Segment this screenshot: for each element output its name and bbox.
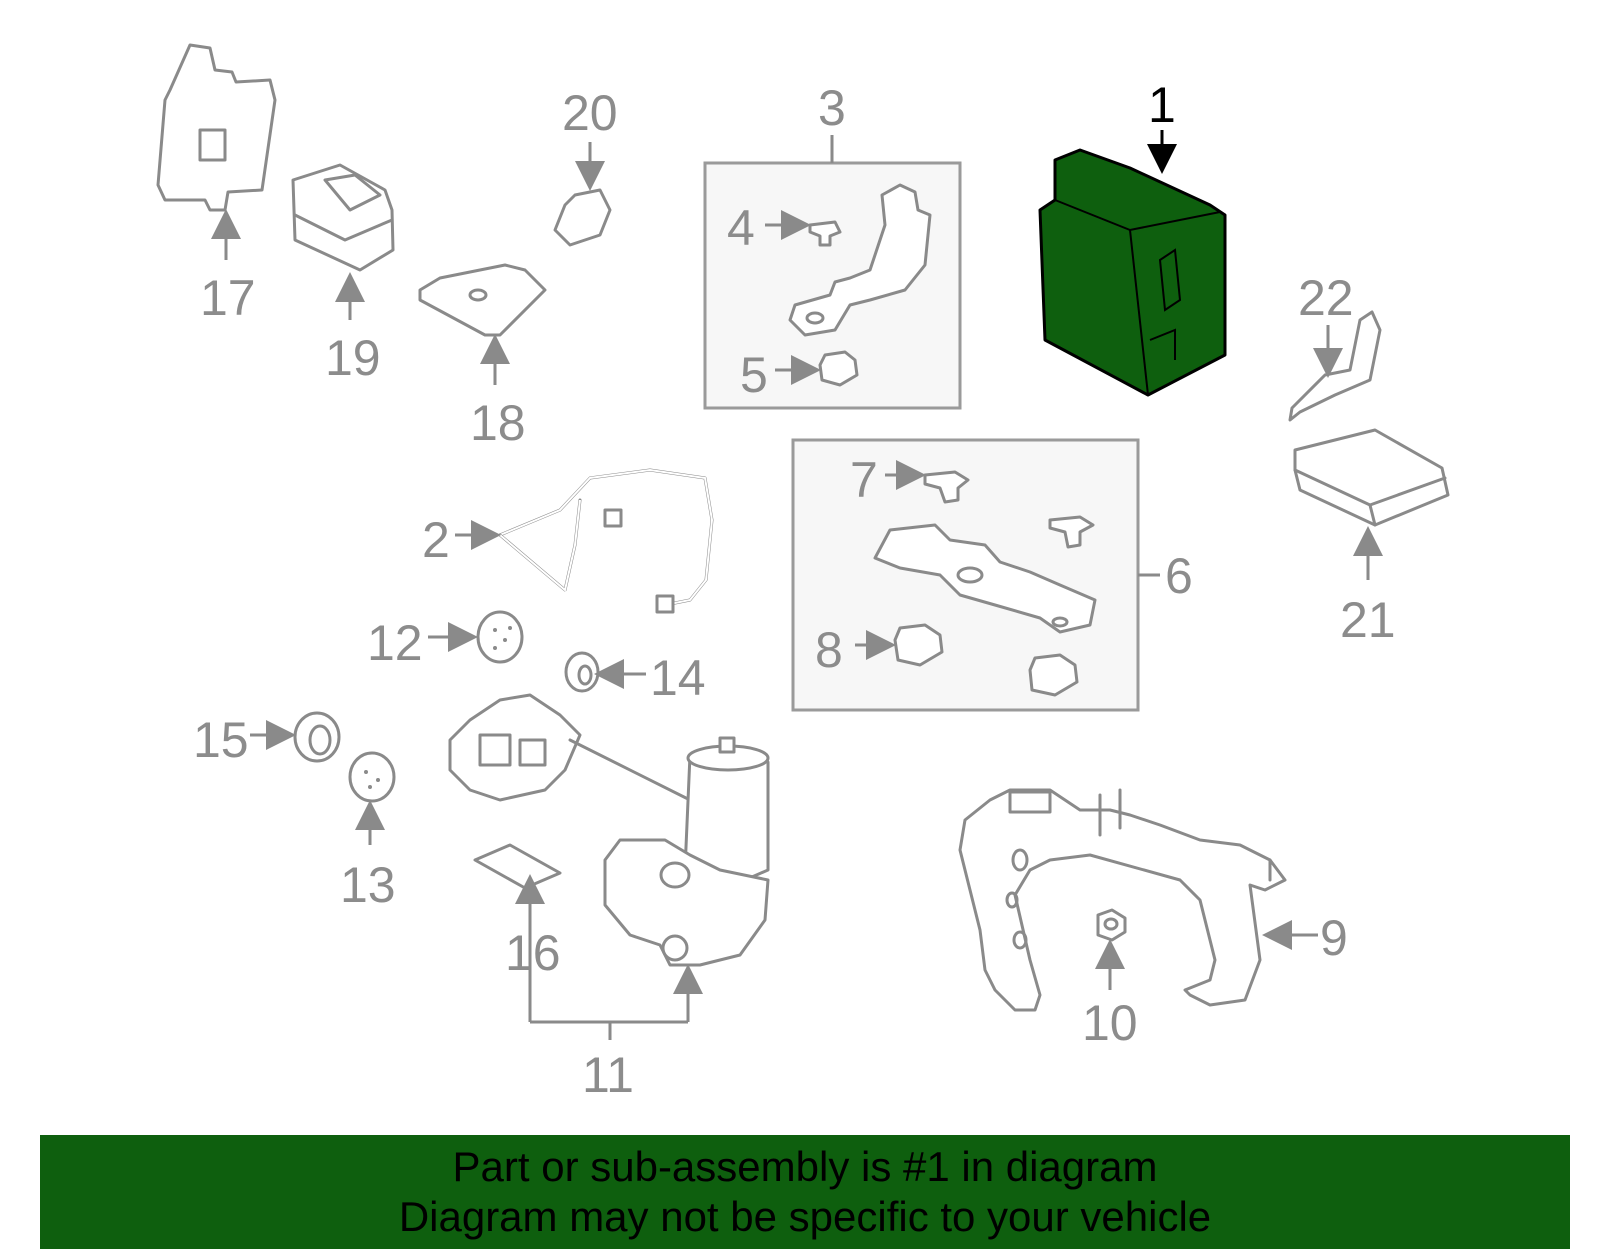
group-3-kit[interactable]: 3 4 5 xyxy=(703,80,962,410)
part-9-bracket[interactable]: 9 xyxy=(958,788,1348,1012)
part-10-nut[interactable]: 10 xyxy=(1082,908,1138,1051)
part-21-module[interactable]: 21 xyxy=(1293,428,1450,648)
callout-16: 16 xyxy=(505,925,561,981)
part-13-isolator[interactable]: 13 xyxy=(340,751,396,913)
callout-7: 7 xyxy=(850,452,878,508)
banner-line-2: Diagram may not be specific to your vehi… xyxy=(398,1193,1212,1240)
callout-5: 5 xyxy=(740,347,768,403)
banner-line-1: Part or sub-assembly is #1 in diagram xyxy=(452,1143,1158,1190)
callout-2: 2 xyxy=(422,512,450,568)
callout-10: 10 xyxy=(1082,995,1138,1051)
part-15-bushing[interactable]: 15 xyxy=(193,711,341,768)
callout-8: 8 xyxy=(815,622,843,678)
callout-13: 13 xyxy=(340,857,396,913)
part-17-bracket[interactable]: 17 xyxy=(156,43,277,326)
part-16-gasket[interactable]: 16 xyxy=(473,843,562,1022)
part-12-isolator[interactable]: 12 xyxy=(367,610,524,671)
info-banner: Part or sub-assembly is #1 in diagram Di… xyxy=(40,1135,1570,1249)
part-19-module[interactable]: 19 xyxy=(291,163,395,386)
callout-15: 15 xyxy=(193,712,249,768)
callout-4: 4 xyxy=(727,200,755,256)
callout-20: 20 xyxy=(562,85,618,141)
part-20-sensor[interactable]: 20 xyxy=(553,85,618,247)
callout-3: 3 xyxy=(818,80,846,136)
callout-12: 12 xyxy=(367,615,423,671)
callout-21: 21 xyxy=(1340,592,1396,648)
callout-6: 6 xyxy=(1165,548,1193,604)
part-22-bracket[interactable]: 22 xyxy=(1288,270,1382,422)
callout-11: 11 xyxy=(582,1047,634,1103)
part-11-compressor[interactable]: 11 xyxy=(448,693,770,1103)
part-18-plate[interactable]: 18 xyxy=(418,263,547,451)
callout-14: 14 xyxy=(650,650,706,706)
group-6-kit[interactable]: 6 7 8 xyxy=(791,438,1193,712)
callout-1: 1 xyxy=(1148,77,1176,133)
callout-17: 17 xyxy=(200,270,256,326)
callout-22: 22 xyxy=(1298,270,1354,326)
part-1-control-module[interactable]: 1 xyxy=(1038,77,1227,397)
callout-9: 9 xyxy=(1320,910,1348,966)
callout-18: 18 xyxy=(470,395,526,451)
part-14-grommet[interactable]: 14 xyxy=(564,650,706,706)
part-2-pipe[interactable]: 2 xyxy=(422,468,714,614)
callout-19: 19 xyxy=(325,330,381,386)
